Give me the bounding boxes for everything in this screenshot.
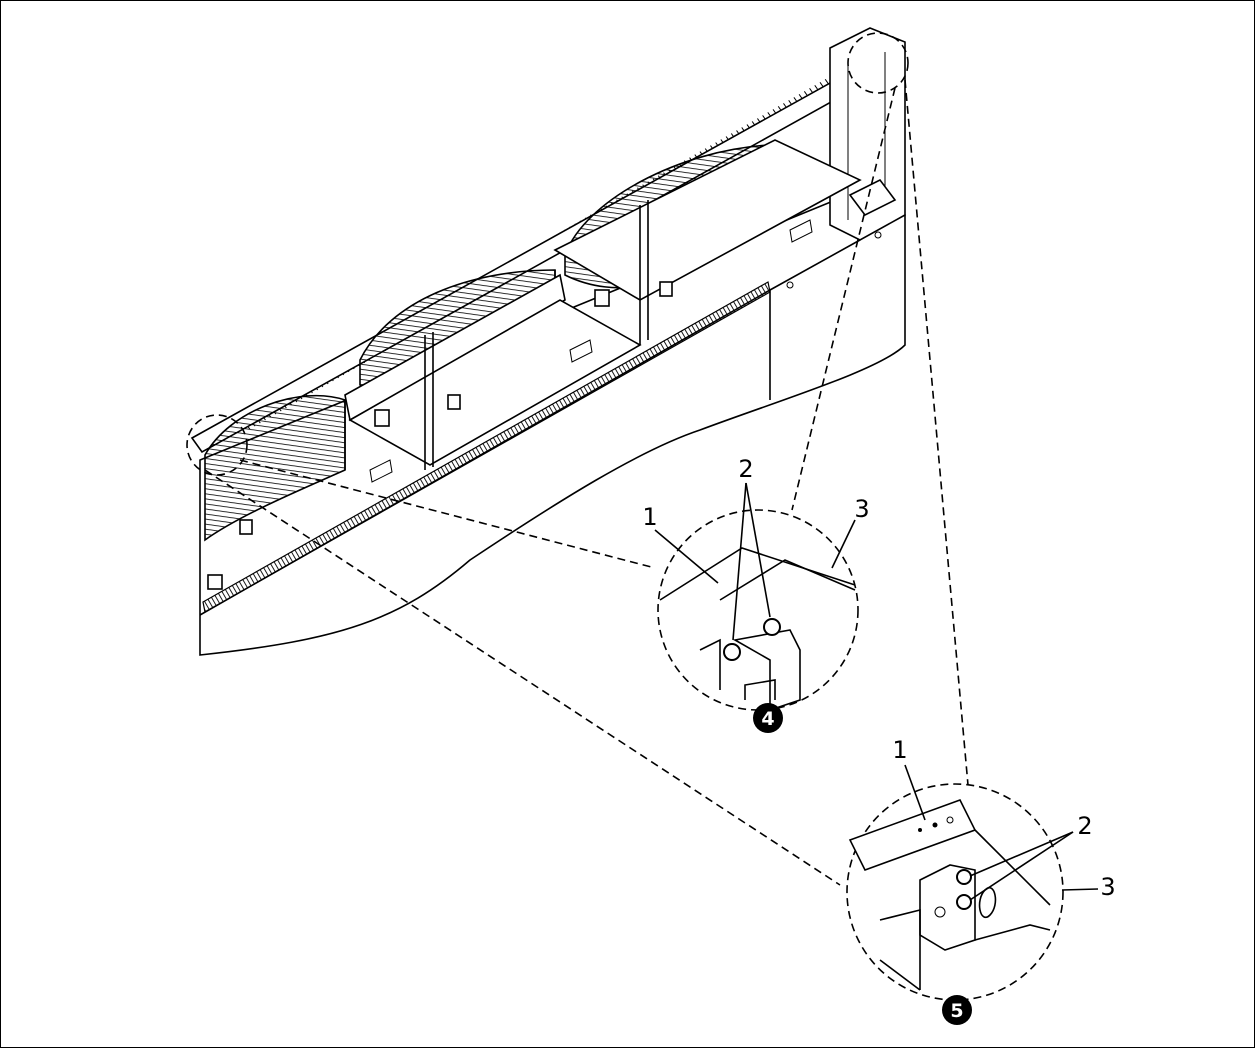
leader-lines [204, 79, 969, 886]
detail-5-callout-2: 2 [1077, 812, 1092, 840]
detail-5-badge-number: 5 [950, 1000, 963, 1022]
detail-5-callout-3: 3 [1100, 873, 1115, 901]
detail-4-badge [753, 703, 783, 733]
reference-circle-right [847, 32, 909, 94]
detail-5-badge [942, 995, 972, 1025]
fan-1 [204, 394, 346, 542]
detail-5-callout-1: 1 [892, 736, 907, 764]
front-rail [202, 281, 771, 613]
detail-4-callout-3: 3 [854, 495, 869, 523]
reference-circle-left [186, 414, 248, 476]
detail-4: 1 2 3 4 [642, 455, 870, 733]
bracket [594, 289, 610, 307]
detail-4-callout-2: 2 [738, 455, 753, 483]
detail-5: 1 2 3 5 [846, 736, 1116, 1025]
condenser-unit [190, 27, 906, 656]
detail-4-badge-number: 4 [761, 708, 774, 730]
detail-4-callout-1: 1 [642, 503, 657, 531]
detail-4-circle [657, 509, 859, 711]
